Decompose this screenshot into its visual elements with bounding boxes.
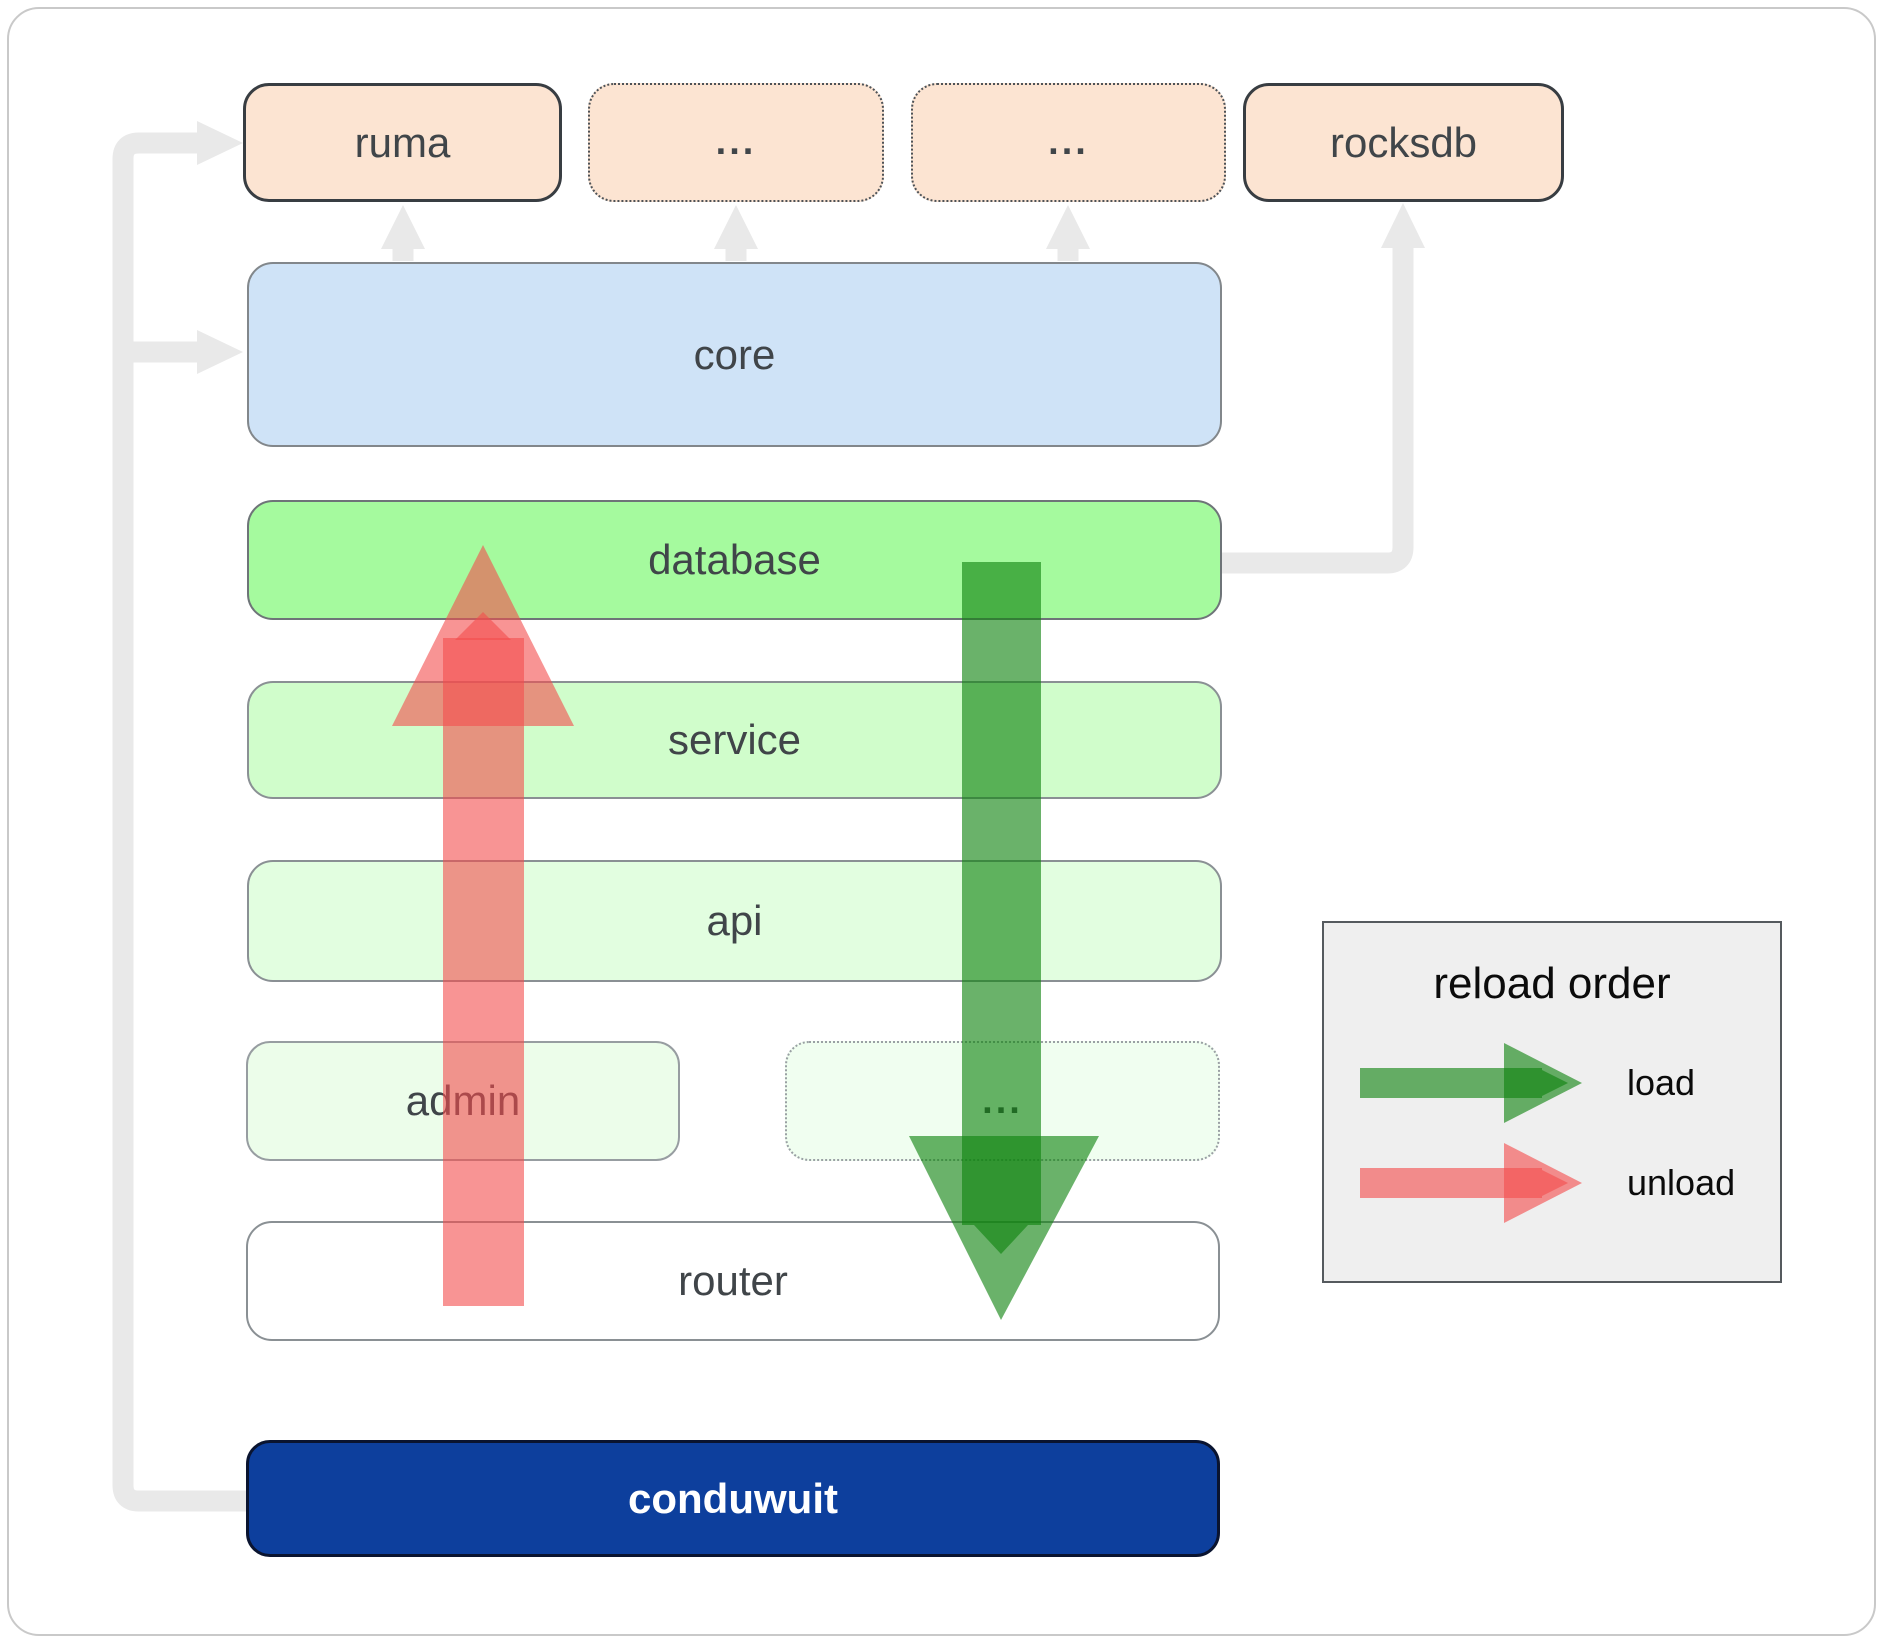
node-service-label: service xyxy=(667,716,802,763)
node-router: router xyxy=(246,1221,1220,1341)
node-database-label: database xyxy=(648,536,821,583)
node-ellipsis-top-2-label: ... xyxy=(1048,121,1089,163)
node-admin-label: admin xyxy=(405,1077,521,1124)
node-admin: admin xyxy=(246,1041,680,1161)
legend-title: reload order xyxy=(1433,959,1671,1008)
database-to-rocksdb-connector xyxy=(1222,248,1414,574)
legend-label-unload: unload xyxy=(1627,1162,1736,1203)
node-conduwuit-label: conduwuit xyxy=(628,1474,838,1522)
node-api-label: api xyxy=(706,897,763,944)
arrowhead-core-ruma-icon xyxy=(381,205,425,249)
node-ruma-label: ruma xyxy=(354,118,451,166)
connector-arrowheads xyxy=(197,121,1425,374)
arrowhead-core-ellipsis1-icon xyxy=(714,205,758,249)
node-ellipsis-admin-label: ... xyxy=(982,1079,1023,1122)
arrowhead-core-ellipsis2-icon xyxy=(1046,205,1090,249)
legend-unload-arrow-icon xyxy=(1360,1143,1582,1223)
legend-label-load: load xyxy=(1627,1062,1696,1103)
conduwuit-to-ruma-connector xyxy=(112,132,1414,1512)
arrowhead-into-ruma-icon xyxy=(197,121,243,165)
node-database: database xyxy=(247,500,1222,620)
node-ruma: ruma xyxy=(243,83,562,202)
node-router-label: router xyxy=(678,1257,788,1304)
node-api: api xyxy=(247,860,1222,982)
node-core-label: core xyxy=(693,330,776,378)
arrowhead-into-core-icon xyxy=(197,330,243,374)
legend-load-arrow-icon xyxy=(1360,1043,1582,1123)
legend: reload order load unload xyxy=(1322,921,1782,1283)
arrowhead-into-rocksdb-icon xyxy=(1381,203,1425,248)
node-ellipsis-top-1: ... xyxy=(588,83,884,202)
node-conduwuit: conduwuit xyxy=(246,1440,1220,1557)
node-rocksdb: rocksdb xyxy=(1243,83,1564,202)
node-core: core xyxy=(247,262,1222,447)
node-ellipsis-top-2: ... xyxy=(911,83,1226,202)
node-service: service xyxy=(247,681,1222,799)
node-rocksdb-label: rocksdb xyxy=(1329,118,1478,166)
node-ellipsis-admin: ... xyxy=(785,1041,1220,1161)
node-ellipsis-top-1-label: ... xyxy=(715,121,757,163)
